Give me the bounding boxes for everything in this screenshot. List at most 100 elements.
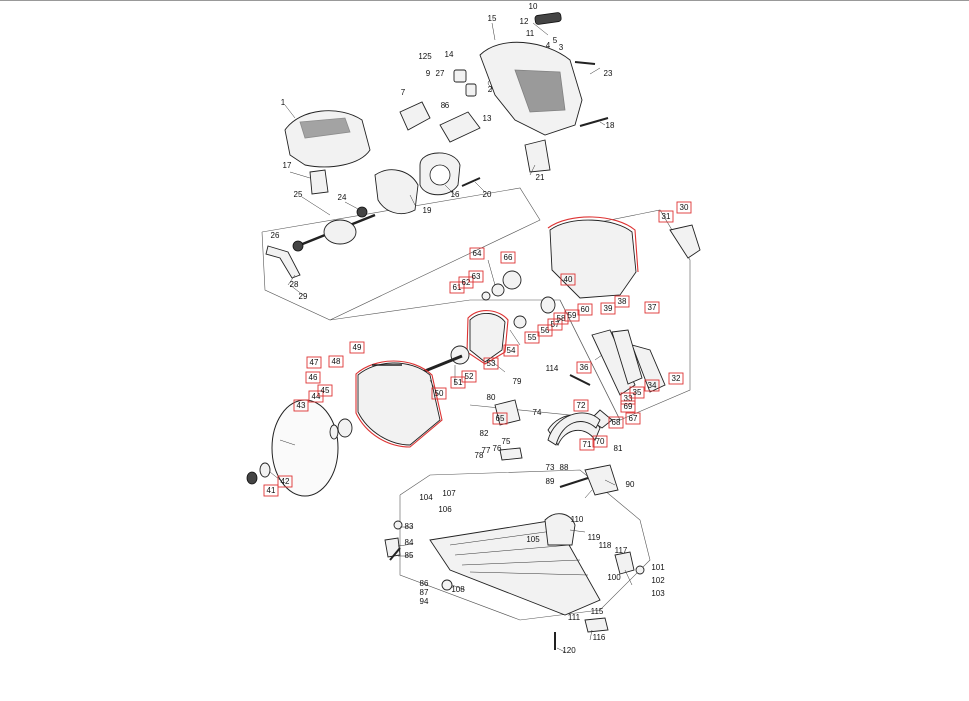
callout-box-72 [573, 399, 589, 412]
armature-core [323, 219, 357, 245]
callout-box-45 [317, 384, 333, 397]
callout-box-64 [469, 247, 485, 260]
callout-text-71: 71 [583, 440, 592, 449]
callout-text-43: 43 [297, 401, 306, 410]
motor-housing-vents [514, 69, 566, 113]
callout-box-53 [483, 357, 499, 370]
ring-43 [329, 424, 339, 440]
motor-assembly-frame [261, 187, 541, 321]
part-label-25: 25 [294, 190, 303, 199]
callout-text-30: 30 [680, 203, 689, 212]
screw-23 [574, 61, 596, 65]
part-label-114: 114 [546, 364, 559, 373]
callout-text-36: 36 [580, 363, 589, 372]
part-callout-64: 64 [469, 247, 485, 260]
part-label-101: 101 [651, 563, 665, 572]
part-label-110: 110 [571, 515, 584, 524]
callout-box-61 [449, 281, 465, 294]
part-callout-56: 56 [537, 324, 553, 337]
gear-housing [549, 219, 637, 299]
callout-box-67 [625, 412, 641, 425]
callout-box-39 [600, 302, 616, 315]
callout-text-66: 66 [504, 253, 513, 262]
callout-box-59 [564, 309, 580, 322]
part-label-100: 100 [607, 573, 621, 582]
callout-text-62: 62 [462, 278, 471, 287]
part-label-15: 15 [488, 14, 497, 23]
part-callout-35: 35 [629, 386, 645, 399]
part-callout-71: 71 [579, 438, 595, 451]
part-callout-51: 51 [450, 376, 466, 389]
part-callout-49: 49 [349, 341, 365, 354]
callout-box-69 [620, 400, 636, 413]
part-callout-34: 34 [644, 379, 660, 392]
part-callout-44: 44 [308, 390, 324, 403]
switch-cover [534, 12, 562, 25]
bolt-89 [559, 477, 589, 488]
bearing-58 [540, 296, 556, 314]
washer-62 [481, 291, 491, 301]
part-label-83: 83 [405, 522, 414, 531]
part-label-106: 106 [438, 505, 452, 514]
part-label-26: 26 [271, 231, 280, 240]
upper-blade-guard-hl [355, 360, 443, 448]
base-frame [399, 469, 651, 621]
callout-text-49: 49 [353, 343, 362, 352]
callout-box-35 [629, 386, 645, 399]
part-label-104: 104 [419, 493, 433, 502]
part-callout-62: 62 [458, 276, 474, 289]
cord-guard-85 [389, 547, 401, 561]
part-callout-39: 39 [600, 302, 616, 315]
part-label-7: 7 [401, 88, 406, 97]
brush-cap [309, 169, 329, 195]
part-label-17: 17 [283, 161, 292, 170]
callout-text-34: 34 [648, 381, 657, 390]
part-callout-68: 68 [608, 416, 624, 429]
inner-flange-44 [337, 418, 353, 438]
brush-holder [453, 69, 467, 83]
base-plate-ribs [449, 529, 589, 576]
stator-core [429, 164, 451, 186]
part-label-90: 90 [626, 480, 635, 489]
callout-box-71 [579, 438, 595, 451]
part-callout-60: 60 [577, 303, 593, 316]
callout-box-42 [277, 475, 293, 488]
part-callout-40: 40 [560, 273, 576, 286]
callout-box-55 [524, 331, 540, 344]
part-label-94: 94 [420, 597, 429, 606]
part-label-3: 3 [559, 43, 564, 52]
part-callout-31: 31 [658, 210, 674, 223]
fan-baffle [374, 169, 419, 214]
gear-housing-top [547, 216, 639, 273]
callout-box-49 [349, 341, 365, 354]
callout-text-70: 70 [596, 437, 605, 446]
part-label-87: 87 [420, 588, 429, 597]
leader-lines [269, 22, 633, 653]
part-label-29: 29 [299, 292, 308, 301]
callout-text-45: 45 [321, 386, 330, 395]
part-label-111: 111 [568, 613, 581, 622]
callout-text-47: 47 [310, 358, 319, 367]
part-label-108: 108 [451, 585, 465, 594]
bevel-lever-90 [584, 464, 619, 496]
part-label-85: 85 [405, 551, 414, 560]
part-callout-41: 41 [263, 484, 279, 497]
callout-box-38 [614, 295, 630, 308]
callout-text-35: 35 [633, 388, 642, 397]
part-label-75: 75 [502, 437, 511, 446]
callout-text-55: 55 [528, 333, 537, 342]
base-plate [429, 519, 601, 616]
handle-housing [284, 110, 371, 168]
callout-text-52: 52 [465, 372, 474, 381]
part-label-20: 20 [483, 190, 492, 199]
part-label-115: 115 [591, 607, 604, 616]
part-callout-53: 53 [483, 357, 499, 370]
lever-34 [611, 329, 643, 385]
callout-text-64: 64 [473, 249, 482, 258]
callout-text-44: 44 [312, 392, 321, 401]
bolt-76 [499, 447, 523, 461]
part-label-14: 14 [445, 50, 454, 59]
callout-box-31 [658, 210, 674, 223]
